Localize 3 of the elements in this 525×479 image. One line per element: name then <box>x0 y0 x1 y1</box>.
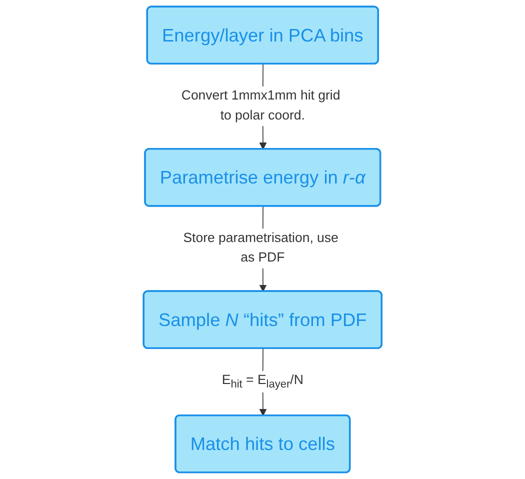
edge-label: E$_{hit}$ = E$_{layer}$/N <box>222 373 304 390</box>
edge-label: Store parametrisation, use as PDF <box>183 231 338 266</box>
edge-label: Convert 1mmx1mm hit grid to polar coord. <box>181 88 340 123</box>
